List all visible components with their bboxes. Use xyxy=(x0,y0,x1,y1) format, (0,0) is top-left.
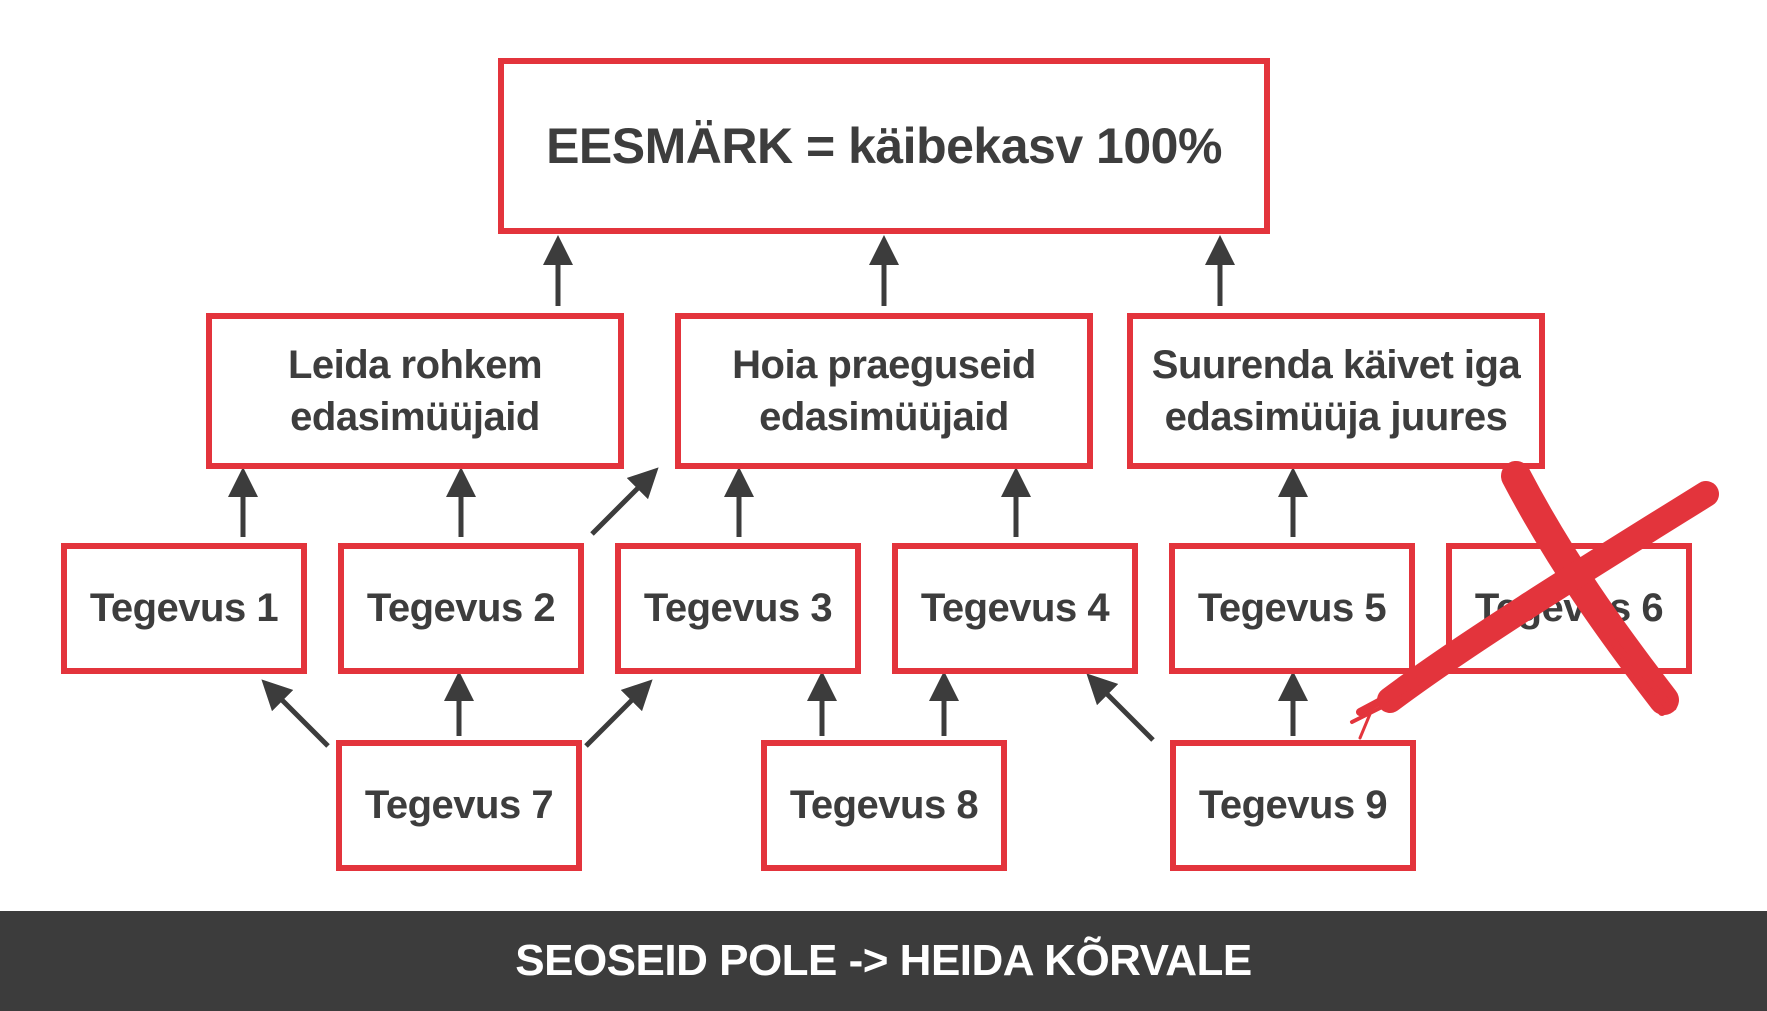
activity-6-label: Tegevus 6 xyxy=(1474,586,1664,630)
activity-8-label: Tegevus 8 xyxy=(789,783,979,827)
activity-1-label: Tegevus 1 xyxy=(89,586,279,630)
strategy-box-3: Suurenda käivet iga edasimüüja juures xyxy=(1127,313,1545,469)
goal-text: EESMÄRK = käibekasv 100% xyxy=(546,118,1222,174)
activity-box-5: Tegevus 5 xyxy=(1169,543,1415,674)
footer-text: SEOSEID POLE -> HEIDA KÕRVALE xyxy=(515,936,1252,985)
footer-banner: SEOSEID POLE -> HEIDA KÕRVALE xyxy=(0,911,1767,1011)
x-stroke-2-tail-a xyxy=(1356,676,1424,716)
activity-box-3: Tegevus 3 xyxy=(615,543,861,674)
strategy-1-line-1: Leida rohkem xyxy=(287,343,543,387)
strategy-box-2: Hoia praeguseid edasimüüjaid xyxy=(675,313,1093,469)
activity-box-6: Tegevus 6 xyxy=(1446,543,1692,674)
activity-9-label: Tegevus 9 xyxy=(1198,783,1388,827)
activity-box-2: Tegevus 2 xyxy=(338,543,584,674)
strategy-box-1: Leida rohkem edasimüüjaid xyxy=(206,313,624,469)
activity-box-1: Tegevus 1 xyxy=(61,543,307,674)
strategy-1-line-2: edasimüüjaid xyxy=(290,395,540,439)
arrow-t7-to-t3 xyxy=(584,679,653,748)
x-stroke-2-tail-c xyxy=(1358,712,1372,740)
strategy-3-line-2: edasimüüja juures xyxy=(1164,395,1508,439)
activity-box-4: Tegevus 4 xyxy=(892,543,1138,674)
activity-5-label: Tegevus 5 xyxy=(1197,586,1387,630)
activity-box-9: Tegevus 9 xyxy=(1170,740,1416,871)
strategy-2-line-1: Hoia praeguseid xyxy=(732,343,1036,387)
strategy-2-line-2: edasimüüjaid xyxy=(759,395,1009,439)
activity-box-8: Tegevus 8 xyxy=(761,740,1007,871)
activity-2-label: Tegevus 2 xyxy=(366,586,556,630)
strategy-3-line-1: Suurenda käivet iga xyxy=(1151,343,1521,387)
x-stroke-2-tail-b xyxy=(1350,696,1402,724)
arrow-t2-to-s2 xyxy=(590,467,659,536)
goal-box: EESMÄRK = käibekasv 100% xyxy=(498,58,1270,234)
activity-4-label: Tegevus 4 xyxy=(920,586,1110,630)
activity-3-label: Tegevus 3 xyxy=(643,586,833,630)
arrow-t7-to-t1 xyxy=(261,679,330,748)
activity-7-label: Tegevus 7 xyxy=(364,783,554,827)
activity-box-7: Tegevus 7 xyxy=(336,740,582,871)
arrow-t9-to-t4 xyxy=(1086,673,1155,742)
